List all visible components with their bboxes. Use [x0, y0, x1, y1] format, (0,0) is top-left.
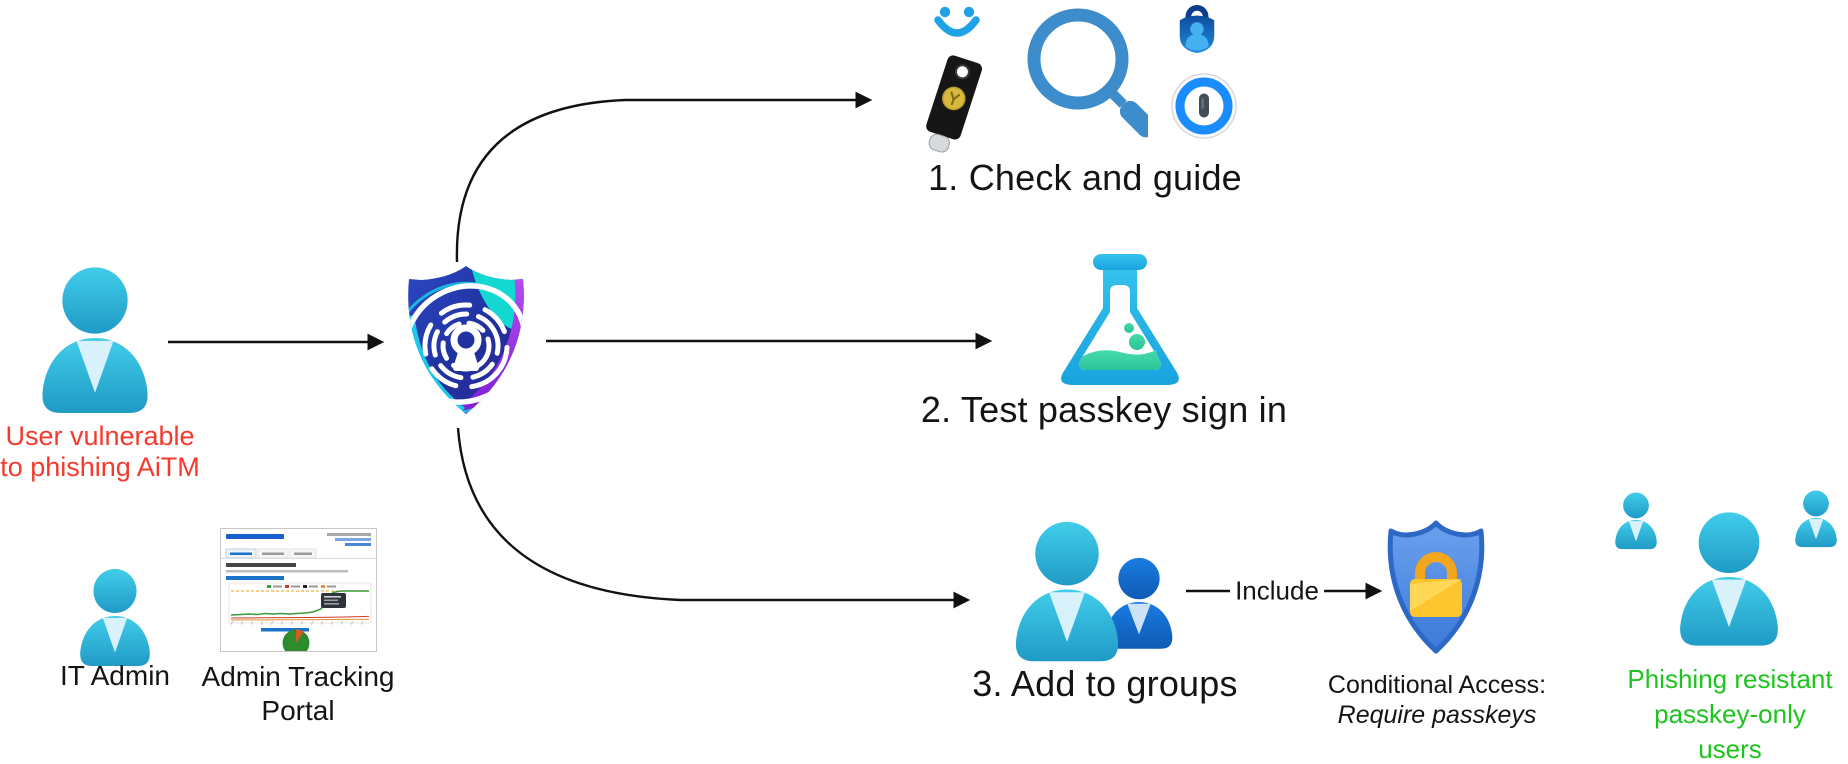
- admin-portal-label: Admin Tracking Portal: [201, 661, 395, 726]
- conditional-access-title: Conditional Access:: [1327, 671, 1547, 699]
- passkey-users-group-icon: [1615, 490, 1837, 646]
- passkey-users-line3: users: [1698, 734, 1762, 764]
- flask-icon: [1061, 254, 1179, 385]
- it-admin-icon: [80, 568, 150, 666]
- arrow-shield-to-check: [455, 91, 873, 263]
- conditional-access-shield-icon: [1387, 520, 1485, 654]
- admin-portal-thumbnail: [220, 528, 377, 652]
- step-test-label: 2. Test passkey sign in: [920, 389, 1288, 430]
- onepassword-icon: [1171, 73, 1237, 139]
- arrow-shield-to-groups: [456, 427, 971, 609]
- passkey-users-line2: passkey-only: [1654, 699, 1806, 729]
- yubikey-icon: [926, 55, 983, 153]
- user-icon: [42, 267, 148, 413]
- conditional-access-label: Conditional Access: Require passkeys: [1328, 670, 1546, 730]
- it-admin-label: IT Admin: [60, 660, 170, 691]
- portal-thumbnail-content: [221, 533, 376, 651]
- conditional-access-subtitle: Require passkeys: [1337, 701, 1537, 729]
- step-groups-label: 3. Add to groups: [972, 663, 1238, 704]
- authenticator-icon: [1179, 5, 1215, 53]
- magnifier-icon: [1027, 8, 1148, 138]
- group-icon: [1015, 521, 1173, 662]
- vulnerable-user-line1: User vulnerable: [5, 421, 195, 451]
- step-check-label: 1. Check and guide: [928, 157, 1242, 198]
- vulnerable-user-label: User vulnerable to phishing AiTM: [0, 421, 200, 483]
- vulnerable-user-line2: to phishing AiTM: [0, 452, 200, 482]
- passkey-users-line1: Phishing resistant: [1627, 664, 1833, 694]
- include-edge-label: Include: [1230, 575, 1324, 607]
- passkey-shield-icon: [408, 266, 524, 414]
- passkey-users-label: Phishing resistant passkey-only users: [1627, 662, 1832, 764]
- smiley-icon: [934, 6, 980, 37]
